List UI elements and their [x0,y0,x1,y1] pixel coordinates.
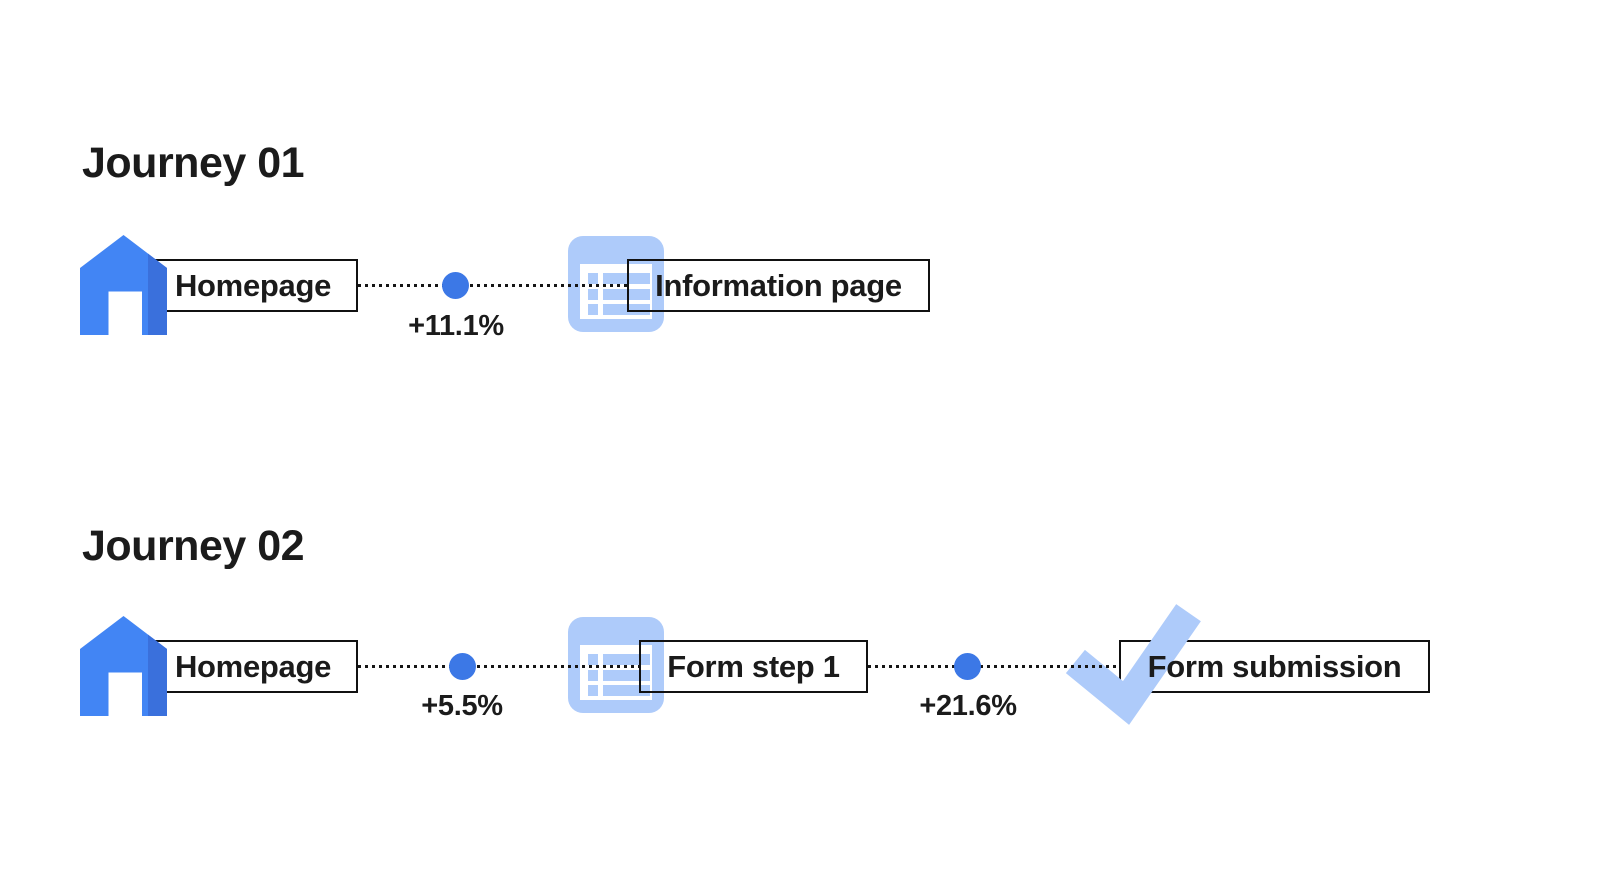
step-label: Homepage [174,648,332,684]
dotted-connector [358,665,639,668]
list-row-bullet [588,685,598,696]
list-row-bar [603,670,650,681]
step-label: Form submission [1147,648,1402,684]
step-box-homepage: Homepage [148,259,358,312]
dotted-connector [358,284,627,287]
home-icon [80,235,167,335]
transition-percent: +5.5% [421,690,503,722]
list-row-bullet [588,273,598,284]
list-row-bar [603,304,650,315]
list-row-bar [603,273,650,284]
step-box-form-step-1: Form step 1 [639,640,868,693]
list-page-icon-window [580,264,652,319]
journey-title: Journey 02 [82,522,305,570]
list-row-bullet [588,304,598,315]
home-icon [80,616,167,716]
transition-dot [442,272,469,299]
transition-percent: +21.6% [919,690,1017,722]
step-label: Homepage [174,267,332,303]
transition-percent: +11.1% [408,310,504,342]
step-label: Information page [655,267,902,303]
step-box-information-page: Information page [627,259,930,312]
step-label: Form step 1 [667,648,840,684]
step-box-form-submission: Form submission [1119,640,1430,693]
transition-dot [449,653,476,680]
list-row-bar [603,654,650,665]
list-row-bullet [588,670,598,681]
checkmark-icon [1065,604,1201,725]
list-row-bullet [588,654,598,665]
list-row-bar [603,289,650,300]
step-box-homepage: Homepage [148,640,358,693]
journey-title: Journey 01 [82,139,305,187]
list-row-bullet [588,289,598,300]
transition-dot [954,653,981,680]
dotted-connector [868,665,1119,668]
list-row-bar [603,685,650,696]
